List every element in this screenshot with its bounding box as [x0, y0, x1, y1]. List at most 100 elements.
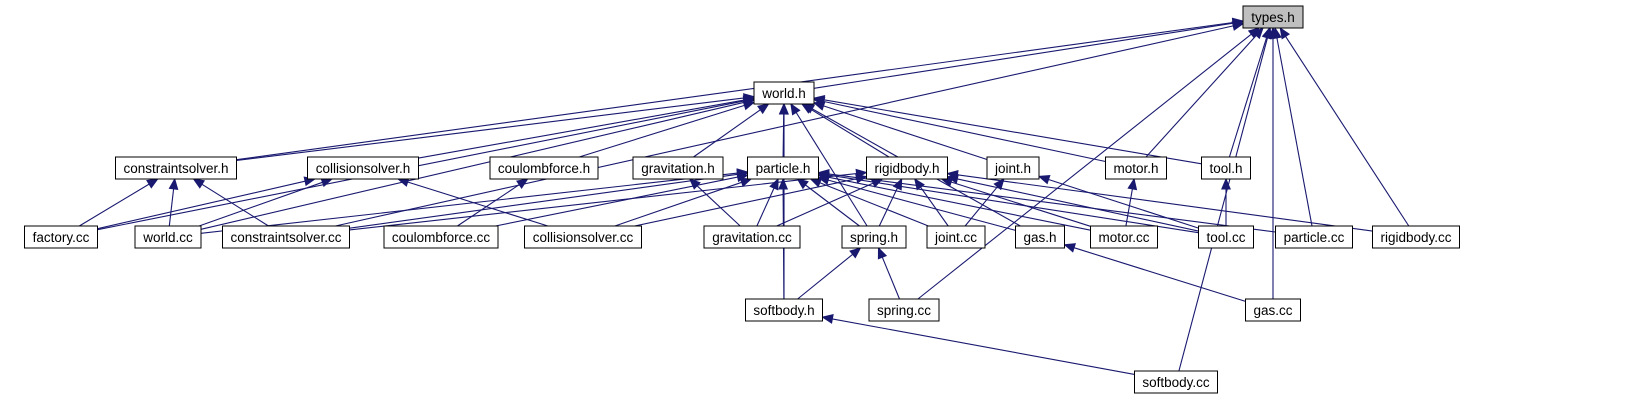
node-joint-cc[interactable]: joint.cc — [926, 225, 986, 249]
edge-tool_h-to-types_h — [1228, 37, 1268, 158]
node-softbody-h[interactable]: softbody.h — [745, 298, 823, 322]
edge-joint_h-to-world_h — [823, 105, 988, 161]
node-label: gas.cc — [1253, 303, 1292, 318]
node-label: collisionsolver.cc — [533, 230, 634, 245]
node-softbody-cc[interactable]: softbody.cc — [1134, 370, 1218, 394]
node-label: joint.h — [994, 161, 1031, 176]
node-box[interactable] — [866, 156, 948, 180]
node-motor-cc[interactable]: motor.cc — [1090, 225, 1158, 249]
edge-collisionsolver_cc-to-particle_h — [614, 181, 742, 227]
edge-particle_cc-to-particle_h — [828, 173, 1276, 233]
node-label: rigidbody.cc — [1380, 230, 1451, 245]
node-box[interactable] — [868, 298, 940, 322]
arrowhead-softbody_cc-to-types_h — [1262, 26, 1273, 40]
node-box[interactable] — [524, 225, 642, 249]
arrowhead-coulombforce_cc-to-coulombforce_h — [516, 178, 529, 190]
arrowhead-collisionsolver_cc-to-particle_h — [739, 177, 753, 188]
node-label: gravitation.h — [641, 161, 715, 176]
node-box[interactable] — [632, 156, 724, 180]
edge-constraintsolver_h-to-world_h — [236, 97, 745, 162]
node-box[interactable] — [1090, 225, 1158, 249]
node-types-h[interactable]: types.h — [1242, 5, 1304, 29]
node-box[interactable] — [222, 225, 350, 249]
node-box[interactable] — [115, 156, 237, 180]
node-box[interactable] — [747, 156, 819, 180]
node-box[interactable] — [703, 225, 801, 249]
arrowhead-gravitation_cc-to-particle_h — [769, 177, 779, 191]
edge-spring_cc-to-types_h — [917, 33, 1252, 300]
node-coulombforce-cc[interactable]: coulombforce.cc — [383, 225, 499, 249]
edge-gas_h-to-particle_h — [828, 179, 1016, 231]
node-box[interactable] — [841, 225, 907, 249]
node-gravitation-cc[interactable]: gravitation.cc — [703, 225, 801, 249]
edge-factory_cc-to-collisionsolver_h — [97, 180, 306, 230]
node-box[interactable] — [1201, 156, 1251, 180]
arrowhead-motor_cc-to-motor_h — [1127, 177, 1138, 191]
node-tool-cc[interactable]: tool.cc — [1198, 225, 1254, 249]
edge-world_cc-to-world_h — [200, 101, 745, 230]
node-factory-cc[interactable]: factory.cc — [24, 225, 98, 249]
node-box[interactable] — [1242, 5, 1304, 29]
node-particle-cc[interactable]: particle.cc — [1275, 225, 1353, 249]
edge-rigidbody_cc-to-types_h — [1285, 36, 1410, 227]
node-label: world.h — [761, 86, 806, 101]
edge-coulombforce_h-to-world_h — [579, 104, 745, 158]
node-box[interactable] — [1372, 225, 1460, 249]
edge-motor_h-to-types_h — [1145, 35, 1257, 158]
edge-coulombforce_cc-to-coulombforce_h — [457, 184, 520, 227]
node-coulombforce-h[interactable]: coulombforce.h — [489, 156, 599, 180]
node-particle-h[interactable]: particle.h — [747, 156, 819, 180]
node-joint-h[interactable]: joint.h — [986, 156, 1040, 180]
node-box[interactable] — [307, 156, 419, 180]
node-box[interactable] — [134, 225, 202, 249]
node-label: collisionsolver.h — [316, 161, 411, 176]
node-gas-h[interactable]: gas.h — [1015, 225, 1065, 249]
edge-collisionsolver_cc-to-collisionsolver_h — [407, 181, 549, 227]
edge-tool_cc-to-particle_h — [828, 174, 1199, 234]
node-box[interactable] — [1015, 225, 1065, 249]
node-box[interactable] — [926, 225, 986, 249]
node-label: tool.cc — [1206, 230, 1245, 245]
node-tool-h[interactable]: tool.h — [1201, 156, 1251, 180]
node-motor-h[interactable]: motor.h — [1105, 156, 1167, 180]
edge-motor_cc-to-motor_h — [1125, 188, 1133, 227]
arrowhead-gas_h-to-world_h — [802, 103, 816, 114]
node-collisionsolver-cc[interactable]: collisionsolver.cc — [524, 225, 642, 249]
edge-gravitation_cc-to-rigidbody_h — [776, 182, 874, 227]
node-box[interactable] — [986, 156, 1040, 180]
node-world-cc[interactable]: world.cc — [134, 225, 202, 249]
node-rigidbody-h[interactable]: rigidbody.h — [866, 156, 948, 180]
node-rigidbody-cc[interactable]: rigidbody.cc — [1372, 225, 1460, 249]
node-box[interactable] — [1275, 225, 1353, 249]
node-label: spring.cc — [877, 303, 931, 318]
node-box[interactable] — [1245, 298, 1301, 322]
node-box[interactable] — [753, 81, 815, 105]
node-box[interactable] — [1105, 156, 1167, 180]
node-box[interactable] — [489, 156, 599, 180]
node-constraintsolver-cc[interactable]: constraintsolver.cc — [222, 225, 350, 249]
edge-spring_h-to-rigidbody_h — [878, 187, 898, 227]
node-spring-h[interactable]: spring.h — [841, 225, 907, 249]
node-box[interactable] — [745, 298, 823, 322]
node-box[interactable] — [1198, 225, 1254, 249]
node-gas-cc[interactable]: gas.cc — [1245, 298, 1301, 322]
node-world-h[interactable]: world.h — [753, 81, 815, 105]
node-box[interactable] — [24, 225, 98, 249]
node-box[interactable] — [383, 225, 499, 249]
edge-joint_cc-to-particle_h — [819, 182, 929, 227]
arrowhead-spring_h-to-world_h — [790, 102, 801, 116]
node-label: constraintsolver.h — [123, 161, 228, 176]
node-label: softbody.h — [753, 303, 814, 318]
node-constraintsolver-h[interactable]: constraintsolver.h — [115, 156, 237, 180]
edge-factory_cc-to-world_h — [97, 100, 745, 231]
arrowhead-constraintsolver_cc-to-types_h — [1231, 21, 1245, 31]
arrowhead-joint_cc-to-joint_h — [993, 178, 1005, 191]
arrowhead-gravitation_h-to-world_h — [757, 103, 770, 115]
node-label: motor.h — [1113, 161, 1158, 176]
node-box[interactable] — [1134, 370, 1218, 394]
node-gravitation-h[interactable]: gravitation.h — [632, 156, 724, 180]
node-label: tool.h — [1209, 161, 1242, 176]
node-spring-cc[interactable]: spring.cc — [868, 298, 940, 322]
node-collisionsolver-h[interactable]: collisionsolver.h — [307, 156, 419, 180]
